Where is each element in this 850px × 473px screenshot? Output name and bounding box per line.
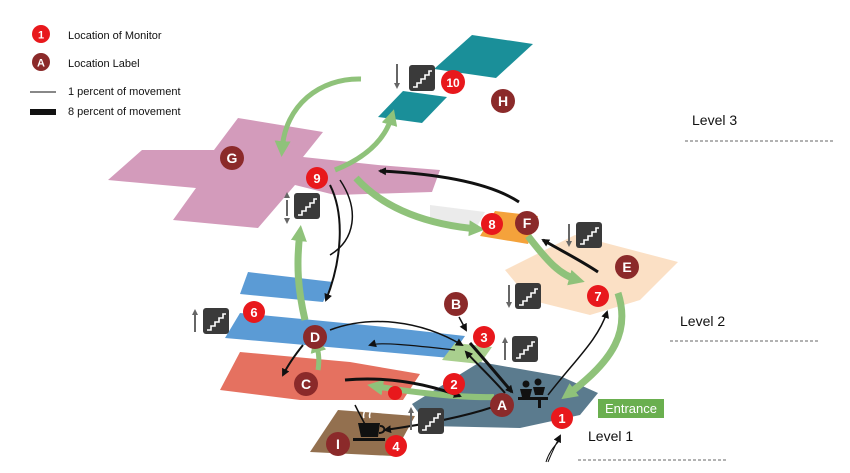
stair-icon-3: [502, 335, 539, 363]
legend-thick-label: 8 percent of movement: [68, 106, 181, 118]
floor-h-upper: [434, 35, 533, 78]
location-e-label: E: [622, 259, 631, 275]
location-h-label: H: [498, 93, 508, 109]
flow-9-to-f: [353, 175, 485, 237]
legend-location-marker: [32, 53, 50, 71]
location-b-pointer: [458, 316, 467, 332]
stair-icon-6: [192, 307, 230, 335]
monitor-9-label: 9: [313, 171, 320, 186]
location-f-marker: [515, 211, 539, 235]
entrance-label: Entrance: [605, 401, 657, 416]
monitor-7-label: 7: [594, 289, 601, 304]
monitor-1-marker: [551, 407, 573, 429]
location-d-marker: [303, 325, 327, 349]
flow-1-to-7: [547, 310, 609, 396]
seating-icon: [518, 378, 548, 408]
monitor-2-label: 2: [450, 377, 457, 392]
monitor-7-marker: [587, 285, 609, 307]
location-a-marker: [490, 393, 514, 417]
location-e-marker: [615, 255, 639, 279]
floor-d-upper: [240, 272, 333, 302]
legend-location-symbol: A: [37, 58, 45, 70]
flow-e-to-f: [541, 238, 599, 274]
location-a-label: A: [497, 397, 507, 413]
monitor-10-marker: [441, 70, 465, 94]
green-flows: [274, 76, 626, 401]
flow-a-to-b: [464, 350, 506, 394]
legend-monitor-marker: [32, 25, 50, 43]
flow-9-to-h: [334, 109, 398, 173]
location-i-label: I: [336, 436, 340, 452]
monitor-9-marker: [306, 167, 328, 189]
coffee-cup-icon: [353, 407, 386, 441]
flow-f-to-9: [378, 167, 520, 204]
monitor-5-partial-marker: [388, 386, 402, 400]
location-i-marker: [326, 432, 350, 456]
entrance-badge: [598, 399, 664, 418]
legend: 1 Location of Monitor A Location Label 1…: [30, 25, 181, 118]
level-1-label: Level 1: [588, 428, 633, 444]
stair-icon-f: [566, 221, 603, 249]
level-labels: Level 3 Level 2 Level 1: [578, 112, 835, 461]
flow-7-to-entrance: [561, 291, 626, 400]
location-g-marker: [220, 146, 244, 170]
location-b-marker: [444, 292, 468, 316]
monitor-8-label: 8: [488, 217, 495, 232]
location-b-label: B: [451, 296, 461, 312]
monitor-4-marker: [385, 435, 407, 457]
monitor-4-label: 4: [392, 439, 400, 454]
stair-icon-4: [408, 407, 445, 435]
flow-d-to-c: [282, 344, 304, 377]
flow-3-to-a: [468, 342, 514, 394]
legend-monitor-symbol: 1: [38, 30, 44, 42]
level-3-label: Level 3: [692, 112, 737, 128]
location-g-label: G: [227, 150, 238, 166]
stair-icon-10: [394, 64, 436, 92]
legend-thin-label: 1 percent of movement: [68, 86, 181, 98]
monitor-3-label: 3: [480, 330, 487, 345]
flow-d-to-9: [290, 225, 309, 321]
monitor-6-label: 6: [250, 305, 257, 320]
legend-location-label: Location Label: [68, 58, 140, 70]
location-c-marker: [294, 372, 318, 396]
floor-e: [505, 235, 678, 315]
flow-9-loop: [329, 179, 354, 256]
flow-9-to-d: [324, 184, 341, 302]
level-2-label: Level 2: [680, 313, 725, 329]
floor-h-lower: [378, 91, 447, 123]
location-h-marker: [491, 89, 515, 113]
monitor-3-marker: [473, 326, 495, 348]
monitor-1-label: 1: [558, 411, 565, 426]
location-d-label: D: [310, 329, 320, 345]
location-markers: A B C D E F G H I: [220, 89, 639, 456]
stair-icon-e: [506, 282, 542, 310]
flow-d-to-b: [329, 320, 464, 347]
stair-icon-9: [284, 192, 321, 224]
monitor-8-marker: [481, 213, 503, 235]
flow-a-to-c: [367, 379, 495, 401]
location-c-label: C: [301, 376, 311, 392]
floor-d: [225, 313, 465, 358]
location-f-label: F: [523, 215, 532, 231]
monitor-10-label: 10: [446, 76, 460, 90]
floor-g: [108, 118, 440, 228]
monitor-2-marker: [443, 373, 465, 395]
flow-b-to-d: [368, 339, 456, 351]
flow-f-to-7: [525, 233, 585, 286]
flow-to-g: [274, 76, 362, 157]
flow-entry: [547, 434, 561, 463]
monitor-markers: 1 2 3 4 6 7 8 9 10: [243, 70, 609, 457]
monitor-6-marker: [243, 301, 265, 323]
legend-monitor-label: Location of Monitor: [68, 30, 162, 42]
